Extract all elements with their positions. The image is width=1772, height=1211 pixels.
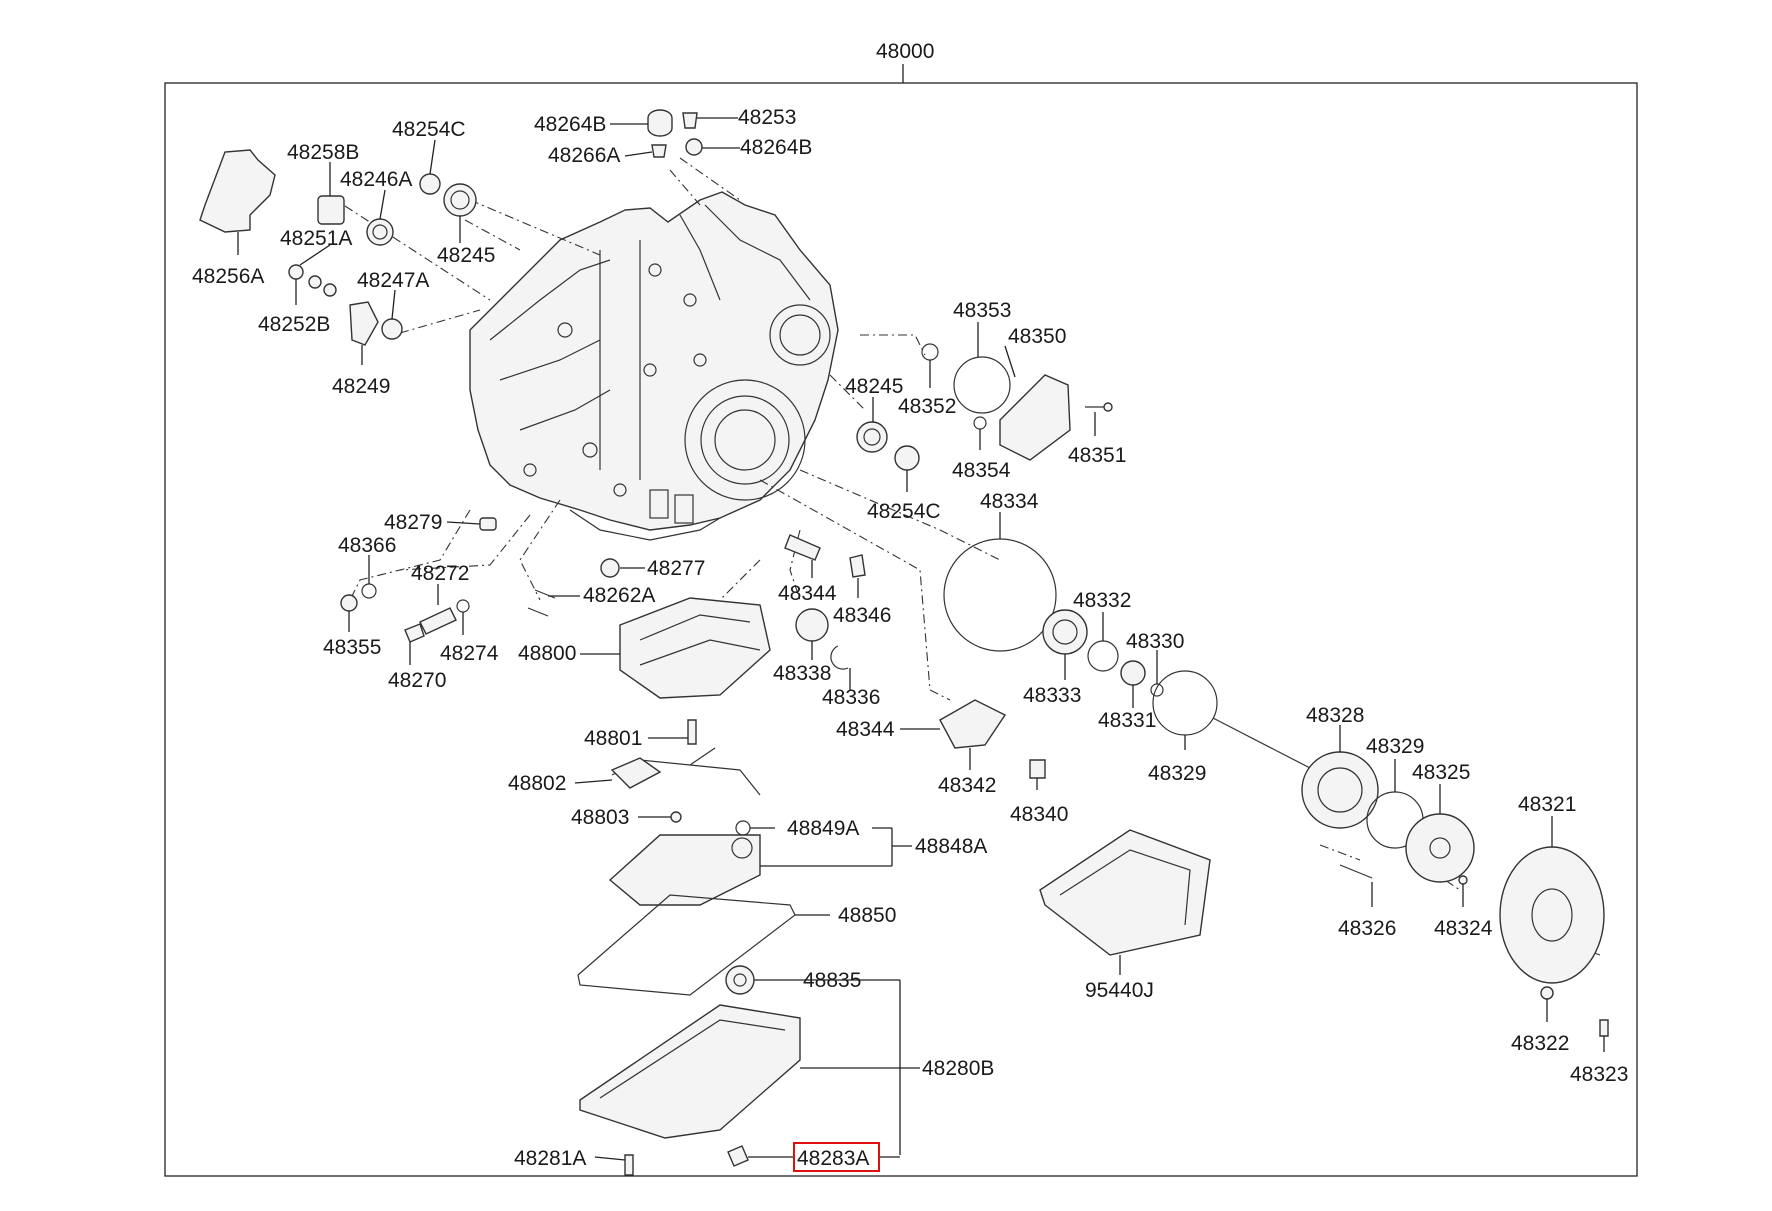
part-label-48342[interactable]: 48342 bbox=[938, 774, 996, 797]
part-label-48336[interactable]: 48336 bbox=[822, 686, 880, 709]
part-label-48281A[interactable]: 48281A bbox=[514, 1147, 586, 1170]
part-label-48801[interactable]: 48801 bbox=[584, 727, 642, 750]
part-label-48835[interactable]: 48835 bbox=[803, 969, 861, 992]
part-label-48800[interactable]: 48800 bbox=[518, 642, 576, 665]
part-label-48321[interactable]: 48321 bbox=[1518, 793, 1576, 816]
assembly-label: 48000 bbox=[876, 40, 934, 63]
highlight-box-48283A bbox=[793, 1142, 880, 1172]
part-label-48280B[interactable]: 48280B bbox=[922, 1057, 994, 1080]
part-label-48249[interactable]: 48249 bbox=[332, 375, 390, 398]
part-label-48340[interactable]: 48340 bbox=[1010, 803, 1068, 826]
part-label-48258B[interactable]: 48258B bbox=[287, 141, 359, 164]
callout-lines bbox=[237, 117, 1605, 1161]
part-label-48326[interactable]: 48326 bbox=[1338, 917, 1396, 940]
part-label-48247A[interactable]: 48247A bbox=[357, 269, 429, 292]
part-label-48330[interactable]: 48330 bbox=[1126, 630, 1184, 653]
part-label-48324[interactable]: 48324 bbox=[1434, 917, 1493, 940]
part-label-48366[interactable]: 48366 bbox=[338, 534, 396, 557]
part-label-48328[interactable]: 48328 bbox=[1306, 704, 1364, 727]
part-label-48322[interactable]: 48322 bbox=[1511, 1032, 1569, 1055]
part-label-48353[interactable]: 48353 bbox=[953, 299, 1011, 322]
part-label-48333[interactable]: 48333 bbox=[1023, 684, 1081, 707]
part-label-48254C[interactable]: 48254C bbox=[867, 500, 941, 523]
part-label-48274[interactable]: 48274 bbox=[440, 642, 499, 665]
part-label-48329-b[interactable]: 48329 bbox=[1148, 762, 1206, 785]
part-label-48344-top[interactable]: 48344 bbox=[778, 582, 837, 605]
part-label-48245[interactable]: 48245 bbox=[845, 375, 903, 398]
part-label-48277[interactable]: 48277 bbox=[647, 557, 705, 580]
part-label-48246A[interactable]: 48246A bbox=[340, 168, 412, 191]
part-label-48266A[interactable]: 48266A bbox=[548, 144, 620, 167]
part-label-48270[interactable]: 48270 bbox=[388, 669, 446, 692]
part-label-48849A[interactable]: 48849A bbox=[787, 817, 859, 840]
small-parts bbox=[199, 109, 1609, 1176]
part-label-48325[interactable]: 48325 bbox=[1412, 761, 1470, 784]
part-label-48344[interactable]: 48344 bbox=[836, 718, 895, 741]
part-labels: 48264B 48253 48266A 48264B 48254C 48258B… bbox=[192, 106, 1628, 1172]
part-label-48329-a[interactable]: 48329 bbox=[1366, 735, 1424, 758]
part-label-48334[interactable]: 48334 bbox=[980, 490, 1039, 513]
part-label-48252B[interactable]: 48252B bbox=[258, 313, 330, 336]
part-label-48346[interactable]: 48346 bbox=[833, 604, 891, 627]
part-label-48331[interactable]: 48331 bbox=[1098, 709, 1156, 732]
part-label-48354[interactable]: 48354 bbox=[952, 459, 1011, 482]
part-label-48264B[interactable]: 48264B bbox=[740, 136, 812, 159]
part-label-48350[interactable]: 48350 bbox=[1008, 325, 1066, 348]
part-label-48264B-top[interactable]: 48264B bbox=[534, 113, 606, 136]
assembly-frame bbox=[164, 82, 1638, 1177]
part-label-48256A[interactable]: 48256A bbox=[192, 265, 264, 288]
part-label-95440J[interactable]: 95440J bbox=[1085, 979, 1154, 1002]
part-label-48802[interactable]: 48802 bbox=[508, 772, 566, 795]
part-label-48253[interactable]: 48253 bbox=[738, 106, 796, 129]
part-label-48245-top[interactable]: 48245 bbox=[437, 244, 495, 267]
part-label-48352[interactable]: 48352 bbox=[898, 395, 956, 418]
part-label-48283A[interactable]: 48283A bbox=[797, 1147, 869, 1170]
part-label-48351[interactable]: 48351 bbox=[1068, 444, 1126, 467]
part-label-48355[interactable]: 48355 bbox=[323, 636, 381, 659]
part-label-48803[interactable]: 48803 bbox=[571, 806, 629, 829]
part-label-48323[interactable]: 48323 bbox=[1570, 1063, 1628, 1086]
part-label-48338[interactable]: 48338 bbox=[773, 662, 831, 685]
part-label-48850[interactable]: 48850 bbox=[838, 904, 896, 927]
part-label-48262A[interactable]: 48262A bbox=[583, 584, 655, 607]
part-label-48332[interactable]: 48332 bbox=[1073, 589, 1131, 612]
part-label-48279[interactable]: 48279 bbox=[384, 511, 442, 534]
part-label-48251A[interactable]: 48251A bbox=[280, 227, 352, 250]
transmission-case bbox=[469, 191, 839, 541]
part-label-48272[interactable]: 48272 bbox=[411, 562, 469, 585]
part-label-48254C-top[interactable]: 48254C bbox=[392, 118, 466, 141]
part-label-48848A[interactable]: 48848A bbox=[915, 835, 987, 858]
